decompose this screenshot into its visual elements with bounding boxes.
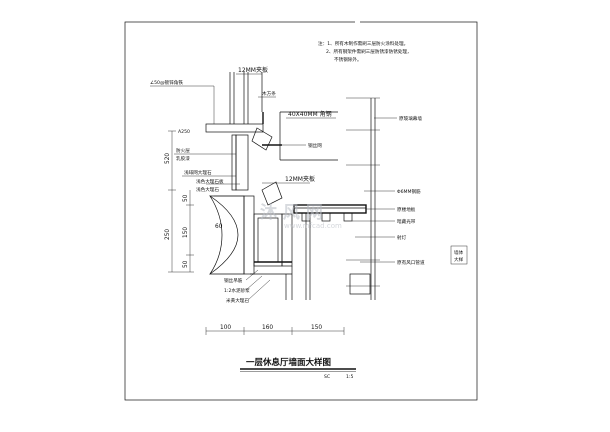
general-notes: 注：1、所有木制作需刷三层防火涂料处理。 2、所有钢架件需刷三层防锈漆防锈处理，… [318, 40, 412, 63]
label-marble5: 米黄大理石 [226, 297, 249, 304]
label-fireproof: 防火层 [176, 147, 190, 154]
label-mesh: 钢丝网 [308, 142, 322, 149]
dim-h3: 150 [311, 325, 322, 331]
dim-v-mid3: 50 [183, 260, 189, 268]
label-side-note1: 墙体 [454, 249, 464, 256]
side-note-box [450, 245, 468, 265]
scale-right: 1:5 [346, 374, 353, 380]
component-labels: ∠50@镀锌角铁 12MM夹板 木方条 40X40MM 角钢 钢丝网 原玻璃幕墙… [150, 66, 468, 304]
watermark-url: www.mfcad.com [284, 222, 342, 230]
note-line-1: 注：1、所有木制作需刷三层防火涂料处理。 [318, 40, 408, 47]
label-board-12mm-mid: 12MM夹板 [285, 175, 315, 183]
dim-h1: 100 [220, 325, 231, 331]
label-angle-steel: ∠50@镀锌角铁 [150, 79, 183, 86]
dim-v-top: 520 [165, 153, 171, 164]
label-side-note2: 大样 [454, 256, 464, 263]
dim-v-total: 250 [165, 229, 171, 240]
upper-ceiling-structure [205, 72, 338, 161]
title-block: 一层休息厅墙面大样图 SC 1:5 [240, 357, 356, 380]
label-marble1: 浅啡网大理石 [184, 169, 212, 176]
label-white-paint: 乳胶漆 [176, 155, 190, 162]
drawing-frame [124, 21, 478, 401]
scale-left: SC [324, 374, 330, 380]
label-fitting: 射灯 [397, 234, 407, 241]
label-square-pipe: 40X40MM 角钢 [288, 110, 332, 118]
label-rebar: Φ6MM钢筋 [397, 188, 421, 195]
label-a250: A250 [178, 129, 190, 135]
label-pipe: 原有风口管道 [397, 259, 425, 266]
dim-v-mid2: 150 [183, 227, 189, 238]
wall-section [208, 134, 293, 300]
label-board-12mm-top: 12MM夹板 [238, 66, 268, 74]
label-marble2: 浅色大理石板 [196, 178, 224, 185]
label-marble3: 浅色大理石 [196, 186, 219, 193]
watermark-main: 沐 风 网 [260, 203, 323, 223]
drawing-title: 一层休息厅墙面大样图 [246, 357, 331, 368]
label-bolt: 钢丝吊筋 [224, 277, 243, 284]
label-wood-strip: 木方条 [262, 90, 276, 97]
note-line-2: 2、所有钢架件需刷三层防锈漆防锈处理， [326, 48, 412, 55]
horizontal-dimensions: 100 160 150 60 [205, 224, 345, 335]
watermark: 沐 风 网 www.mfcad.com [260, 203, 342, 230]
note-line-3: 不锈钢除外。 [334, 56, 362, 63]
leader-lines [150, 73, 397, 301]
label-glass-curtain: 原玻璃幕墙 [399, 115, 422, 122]
label-mortar: 1:2水泥砂浆 [224, 287, 250, 294]
dim-v-mid1: 50 [183, 194, 189, 202]
dim-h2: 160 [262, 325, 273, 331]
dim-small-60: 60 [215, 224, 223, 230]
glass-curtain-wall [346, 97, 380, 300]
label-lamp: 暗藏光带 [397, 218, 416, 225]
label-original-floor: 原楼地板 [397, 206, 416, 213]
vertical-dimensions: 520 250 50 150 50 [165, 130, 194, 273]
